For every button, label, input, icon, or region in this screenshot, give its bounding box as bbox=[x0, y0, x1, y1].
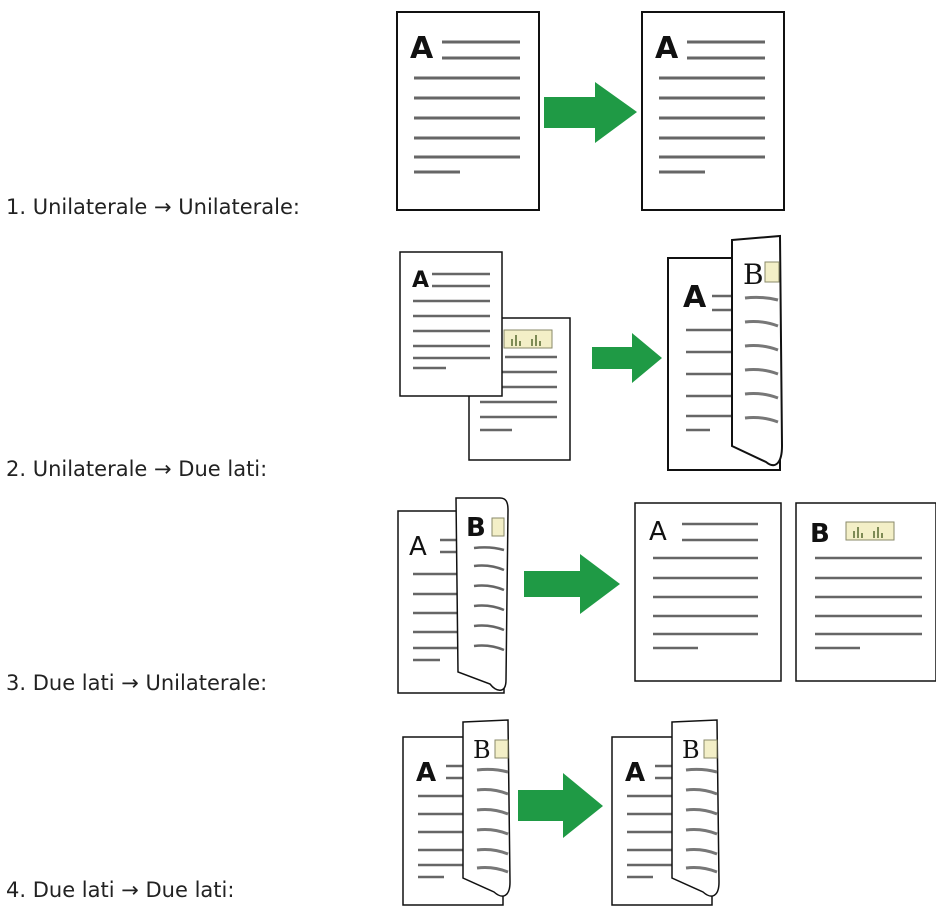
step-4-source-duplex-page: A B bbox=[402, 719, 511, 906]
step-4-arrow bbox=[518, 773, 603, 838]
page-letter-a: A bbox=[412, 268, 429, 293]
page-letter-a: A bbox=[649, 517, 667, 547]
step-2-result-duplex-page: A B bbox=[667, 234, 784, 471]
step-1-source-page: A bbox=[396, 11, 540, 211]
page-letter-a: A bbox=[655, 31, 679, 66]
page-letter-b: B bbox=[810, 519, 830, 549]
step-3-result-page-a: A bbox=[634, 502, 782, 682]
page-letter-a: A bbox=[683, 280, 707, 315]
page-letter-a: A bbox=[625, 758, 645, 788]
step-3-label: 3. Due lati → Unilaterale: bbox=[6, 671, 268, 695]
step-3-arrow bbox=[524, 554, 620, 614]
step-3-source-duplex-page: A B bbox=[397, 497, 509, 694]
page-letter-a: A bbox=[410, 31, 434, 66]
page-letter-b: B bbox=[682, 736, 700, 764]
step-1-result-page: A bbox=[641, 11, 785, 211]
step-1-label: 1. Unilaterale → Unilaterale: bbox=[6, 195, 300, 219]
step-4-label: 4. Due lati → Due lati: bbox=[6, 878, 235, 902]
step-4-result-duplex-page: A B bbox=[611, 719, 720, 906]
step-3-result-page-b: B bbox=[795, 502, 936, 682]
page-letter-b: B bbox=[466, 513, 486, 543]
step-2-source-page-a: A bbox=[399, 251, 503, 397]
page-letter-b: B bbox=[473, 736, 491, 764]
page-letter-a: A bbox=[416, 758, 436, 788]
page-letter-a: A bbox=[409, 532, 427, 562]
step-1-arrow bbox=[544, 82, 637, 143]
page-letter-b: B bbox=[743, 258, 764, 291]
step-2-label: 2. Unilaterale → Due lati: bbox=[6, 457, 268, 481]
step-2-arrow bbox=[592, 333, 662, 383]
